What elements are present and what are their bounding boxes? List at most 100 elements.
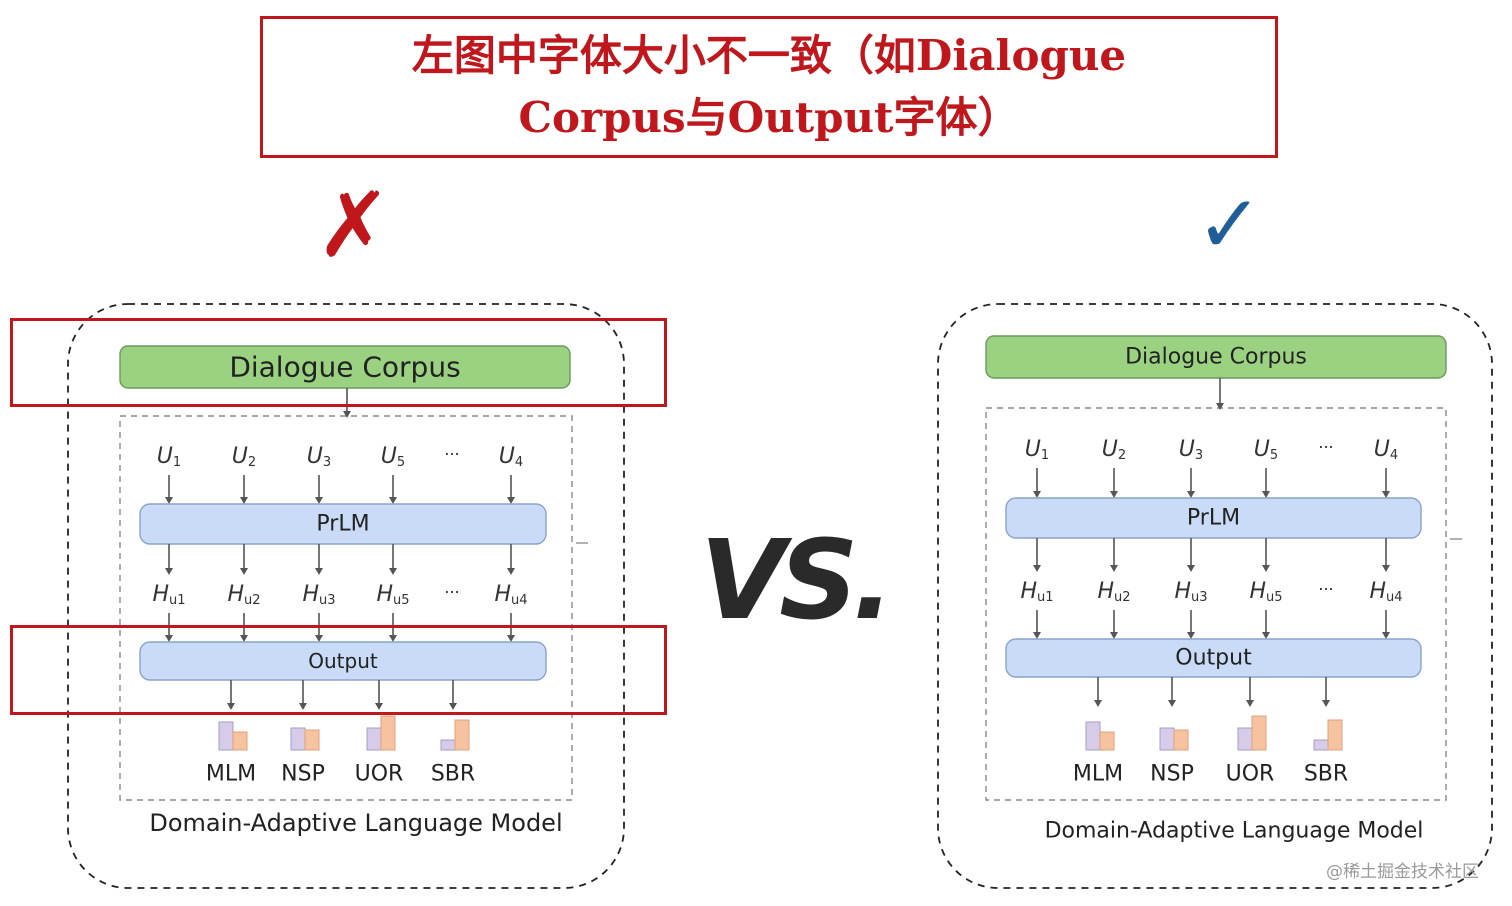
prlm-label: PrLM — [316, 512, 369, 537]
arrow-head — [1094, 700, 1102, 707]
task-uor-bar-purple — [1237, 727, 1253, 751]
arrow-head — [1246, 700, 1254, 707]
hidden-token-3-label: Hu3 — [302, 582, 335, 608]
arrow-head — [1110, 491, 1118, 498]
inner-dashed-frame — [119, 415, 573, 801]
dialogue-corpus-label: Dialogue Corpus — [229, 351, 460, 384]
input-token-1-letter: U — [1025, 437, 1041, 462]
task-label-uor: UOR — [355, 762, 404, 787]
hidden-token-4-subscript: u5 — [1266, 590, 1283, 605]
arrow-head — [1262, 632, 1270, 639]
check-mark-icon: ✓ — [1196, 178, 1264, 271]
arrow-head — [389, 497, 397, 504]
arrow-head — [1110, 632, 1118, 639]
input-token-4-label: U5 — [1254, 437, 1278, 463]
model-caption: Domain-Adaptive Language Model — [1045, 819, 1424, 844]
task-nsp-bar-purple — [1159, 727, 1175, 751]
highlight-box-dialogue-corpus — [10, 318, 667, 407]
hidden-token-2-subscript: u2 — [244, 593, 261, 608]
arrow-head — [315, 635, 323, 642]
input-token-3-letter: U — [1179, 437, 1195, 462]
arrow-head — [1168, 700, 1176, 707]
input-token-5-letter: U — [1374, 437, 1390, 462]
task-nsp-bar-orange — [304, 729, 320, 751]
arrow-head — [507, 635, 515, 642]
arrow-head — [1262, 491, 1270, 498]
input-token-3-letter: U — [307, 444, 323, 469]
hidden-token-4-label: Hu5 — [1249, 579, 1282, 605]
hidden-token-5-label: Hu4 — [494, 582, 527, 608]
outer-dashed-frame — [67, 303, 625, 889]
input-token-2-letter: U — [1102, 437, 1118, 462]
hidden-token-2-subscript: u2 — [1114, 590, 1131, 605]
dialogue-corpus-box — [119, 345, 571, 389]
hidden-token-1-letter: H — [1020, 579, 1037, 604]
arrow-head — [375, 703, 383, 710]
hidden-token-2-letter: H — [227, 582, 244, 607]
input-token-3-label: U3 — [307, 444, 331, 470]
vs-label: VS. — [700, 516, 894, 644]
task-sbr-bar-orange — [1327, 719, 1343, 751]
hidden-token-4-label: Hu5 — [376, 582, 409, 608]
output-label: Output — [308, 649, 378, 673]
task-label-mlm: MLM — [1073, 762, 1123, 787]
arrow-head — [1033, 491, 1041, 498]
hidden-token-2-label: Hu2 — [227, 582, 260, 608]
task-mlm-bar-purple — [1085, 721, 1101, 751]
task-nsp-bar-purple — [290, 727, 306, 751]
hidden-token-1-label: Hu1 — [1020, 579, 1053, 605]
hidden-token-4-letter: H — [376, 582, 393, 607]
hidden-token-1-subscript: u1 — [169, 593, 186, 608]
hidden-token-3-subscript: u3 — [1191, 590, 1208, 605]
output-box — [1005, 638, 1422, 678]
task-label-nsp: NSP — [281, 762, 325, 787]
arrow-head — [299, 703, 307, 710]
arrow-head — [389, 568, 397, 575]
task-label-uor: UOR — [1226, 762, 1275, 787]
input-token-5-subscript: 4 — [515, 455, 523, 470]
arrow-head — [315, 497, 323, 504]
task-sbr-bar-orange — [454, 719, 470, 751]
arrow-head — [1187, 491, 1195, 498]
hidden-token-3-subscript: u3 — [319, 593, 336, 608]
dialogue-corpus-label: Dialogue Corpus — [1125, 345, 1307, 370]
input-token-4-letter: U — [1254, 437, 1270, 462]
task-label-sbr: SBR — [1304, 762, 1348, 787]
hidden-token-2-letter: H — [1097, 579, 1114, 604]
hidden-token-5-letter: H — [1369, 579, 1386, 604]
hidden-token-3-label: Hu3 — [1174, 579, 1207, 605]
arrow-head — [343, 411, 351, 418]
input-token-5-letter: U — [499, 444, 515, 469]
input-ellipsis: ··· — [444, 445, 459, 464]
hidden-token-3-letter: H — [302, 582, 319, 607]
hidden-token-3-letter: H — [1174, 579, 1191, 604]
task-label-mlm: MLM — [206, 762, 256, 787]
task-mlm-bar-orange — [1099, 731, 1115, 751]
hidden-token-5-subscript: u4 — [511, 593, 528, 608]
watermark: @稀土掘金技术社区 — [1326, 862, 1479, 882]
input-token-5-label: U4 — [1374, 437, 1398, 463]
title-line-2: Corpus与Output字体） — [518, 93, 1020, 142]
input-token-5-label: U4 — [499, 444, 523, 470]
task-mlm-bar-purple — [218, 721, 234, 751]
hidden-token-5-subscript: u4 — [1386, 590, 1403, 605]
inner-dashed-frame — [985, 407, 1447, 801]
arrow-head — [1382, 565, 1390, 572]
arrow-head — [1187, 565, 1195, 572]
task-nsp-bar-orange — [1173, 729, 1189, 751]
arrow-head — [165, 497, 173, 504]
arrow-head — [315, 568, 323, 575]
task-uor-bar-orange — [380, 715, 396, 751]
hidden-token-1-label: Hu1 — [152, 582, 185, 608]
task-label-sbr: SBR — [431, 762, 475, 787]
task-label-nsp: NSP — [1150, 762, 1194, 787]
hidden-token-5-label: Hu4 — [1369, 579, 1402, 605]
arrow-head — [165, 635, 173, 642]
arrow-head — [449, 703, 457, 710]
hidden-token-4-letter: H — [1249, 579, 1266, 604]
hidden-ellipsis: ··· — [1318, 580, 1333, 599]
highlight-box-output — [10, 625, 667, 715]
hidden-ellipsis: ··· — [444, 583, 459, 602]
